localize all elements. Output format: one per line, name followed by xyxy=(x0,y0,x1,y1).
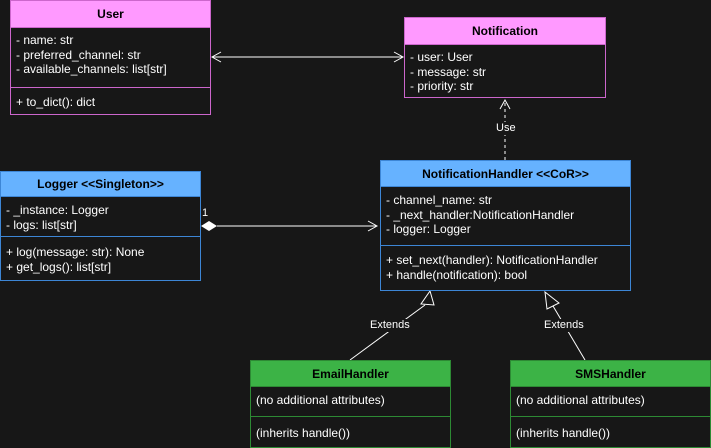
sms-extends-line xyxy=(552,305,586,361)
method-row: + handle(notification): bool xyxy=(386,267,528,282)
class-name: EmailHandler xyxy=(251,361,450,387)
class-name: Notification xyxy=(405,18,605,45)
attributes-section: - channel_name: str- _next_handler:Notif… xyxy=(381,187,630,245)
notification-handler-class[interactable]: NotificationHandler <<CoR>> - channel_na… xyxy=(380,160,631,291)
attributes-section: (no additional attributes) xyxy=(251,387,450,416)
attribute-row: - available_channels: list[str] xyxy=(16,62,167,77)
attribute-row: - channel_name: str xyxy=(386,193,493,207)
methods-section: + to_dict(): dict xyxy=(11,87,210,113)
attributes-section: - _instance: Logger- logs: list[str] xyxy=(1,197,200,236)
class-name: SMSHandler xyxy=(511,361,710,387)
method-row: + set_next(handler): NotificationHandler xyxy=(386,253,598,267)
use-label: Use xyxy=(495,122,517,135)
attribute-row: (no additional attributes) xyxy=(256,393,385,407)
method-row: + to_dict(): dict xyxy=(16,95,96,109)
email-handler-class[interactable]: EmailHandler (no additional attributes) … xyxy=(250,360,451,448)
method-row: + log(message: str): None xyxy=(6,245,145,259)
email-extends-label: Extends xyxy=(369,319,411,332)
attribute-row: - user: User xyxy=(410,50,473,64)
methods-section: (inherits handle()) xyxy=(251,416,450,444)
attributes-section: - name: str- preferred_channel: str- ava… xyxy=(11,28,210,87)
notification-class[interactable]: Notification - user: User- message: str-… xyxy=(404,17,606,98)
logger-class[interactable]: Logger <<Singleton>> - _instance: Logger… xyxy=(0,171,201,281)
methods-section: (inherits handle()) xyxy=(511,416,710,444)
sms-handler-class[interactable]: SMSHandler (no additional attributes) (i… xyxy=(510,360,711,448)
attribute-row: - message: str xyxy=(410,64,487,79)
attribute-row: - _next_handler:NotificationHandler xyxy=(386,207,575,222)
attribute-row: - priority: str xyxy=(410,79,474,94)
attribute-row: (no additional attributes) xyxy=(516,393,645,407)
attributes-section: - user: User- message: str- priority: st… xyxy=(405,45,605,97)
email-extends-line xyxy=(349,304,426,361)
multiplicity-label: 1 xyxy=(202,207,209,219)
method-row: + get_logs(): list[str] xyxy=(6,259,112,274)
method-row: (inherits handle()) xyxy=(516,426,611,440)
email-extends-triangle xyxy=(420,289,435,306)
sms-extends-triangle xyxy=(544,290,560,310)
attribute-row: - preferred_channel: str xyxy=(16,47,141,62)
attribute-row: - logger: Logger xyxy=(386,222,471,237)
class-name: NotificationHandler <<CoR>> xyxy=(381,161,630,187)
sms-extends-label: Extends xyxy=(543,319,585,332)
attributes-section: (no additional attributes) xyxy=(511,387,710,416)
method-row: (inherits handle()) xyxy=(256,426,351,440)
attribute-row: - logs: list[str] xyxy=(6,217,77,232)
composition-diamond xyxy=(201,221,217,231)
attribute-row: - _instance: Logger xyxy=(6,203,109,217)
class-name: User xyxy=(11,1,210,28)
methods-section: + set_next(handler): NotificationHandler… xyxy=(381,245,630,285)
methods-section: + log(message: str): None+ get_logs(): l… xyxy=(1,236,200,277)
user-class[interactable]: User - name: str- preferred_channel: str… xyxy=(10,0,211,115)
class-name: Logger <<Singleton>> xyxy=(1,172,200,197)
attribute-row: - name: str xyxy=(16,33,74,47)
